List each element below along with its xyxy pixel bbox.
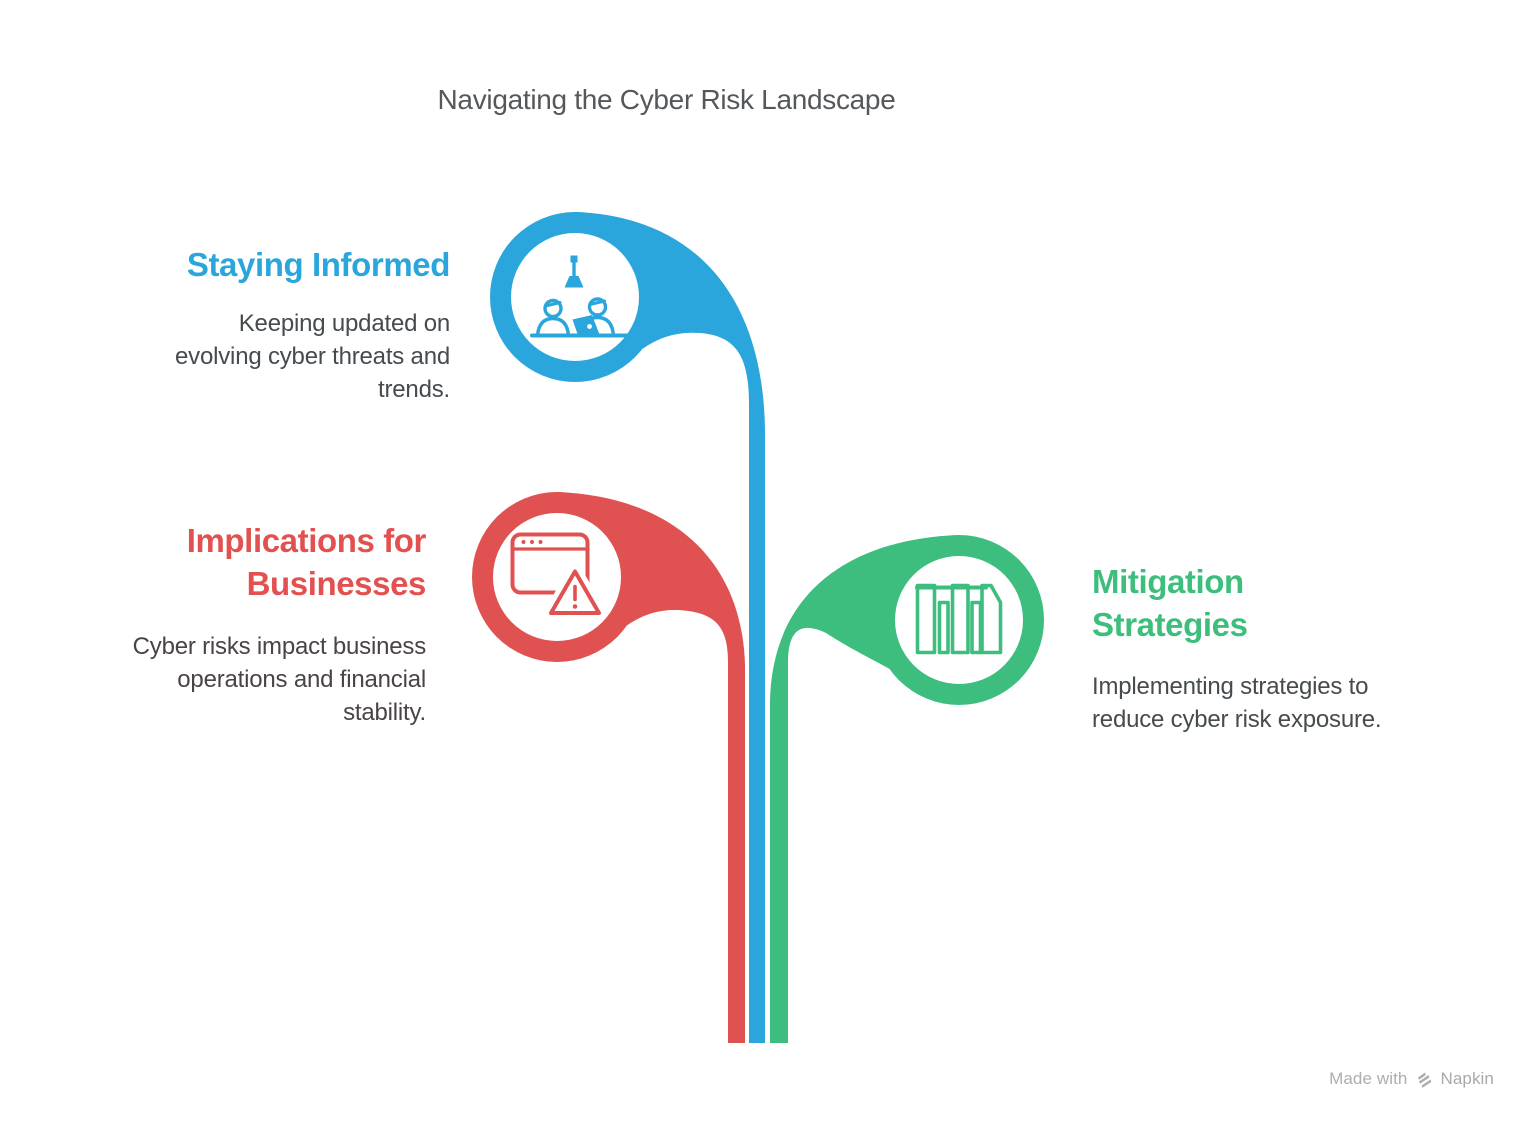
people-at-desk-icon <box>530 255 630 338</box>
heading-line: Implications for <box>186 522 427 559</box>
implications-heading: Implications for Businesses <box>96 519 427 605</box>
implications-description: Cyber risks impact business operations a… <box>82 630 427 729</box>
description-line: Implementing strategies to <box>1092 673 1369 700</box>
description-line: operations and financial <box>177 666 426 693</box>
mitigation-heading: Mitigation Strategies <box>1092 560 1512 646</box>
watermark-brand: Napkin <box>1440 1069 1494 1088</box>
browser-warning-icon <box>510 532 606 620</box>
page-title: Navigating the Cyber Risk Landscape <box>437 84 896 115</box>
description-line: evolving cyber threats and <box>175 343 450 370</box>
mitigation-description: Implementing strategies to reduce cyber … <box>1092 670 1512 736</box>
made-with-napkin-watermark: Made with Napkin <box>1329 1069 1494 1089</box>
description-line: reduce cyber risk exposure. <box>1092 706 1382 733</box>
staying-informed-balloon <box>490 212 765 1043</box>
heading-line: Staying Informed <box>186 246 451 283</box>
description-line: stability. <box>343 699 426 726</box>
heading-line: Mitigation <box>1092 563 1244 600</box>
icon-circle <box>511 233 639 361</box>
napkin-logo-icon <box>1418 1072 1432 1088</box>
heading-line: Strategies <box>1092 606 1248 643</box>
implications-balloon <box>472 492 745 1043</box>
mitigation-balloon <box>770 535 1044 1043</box>
watermark-prefix: Made with <box>1329 1069 1408 1088</box>
description-line: trends. <box>378 376 450 403</box>
staying-informed-description: Keeping updated on evolving cyber threat… <box>106 307 450 406</box>
icon-circle <box>895 556 1023 684</box>
description-line: Cyber risks impact business <box>132 633 427 660</box>
staying-informed-heading: Staying Informed <box>120 243 451 286</box>
archive-files-icon <box>915 583 1003 655</box>
heading-line: Businesses <box>246 565 427 602</box>
description-line: Keeping updated on <box>238 310 450 337</box>
